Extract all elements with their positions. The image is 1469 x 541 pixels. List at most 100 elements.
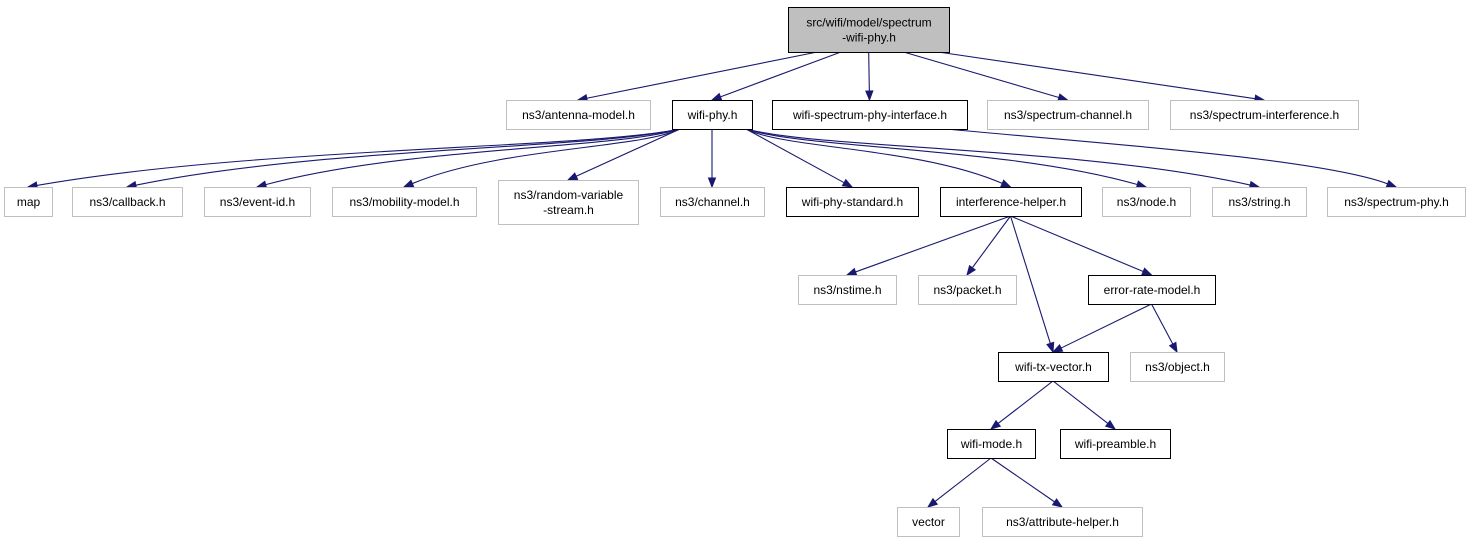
arrowhead-icon [926, 497, 939, 508]
edge-line [868, 51, 870, 92]
edge-line [745, 128, 1003, 184]
node-interference-helper[interactable]: interference-helper.h [940, 187, 1082, 217]
node-wifi-tx-vector[interactable]: wifi-tx-vector.h [998, 352, 1109, 382]
node-label: ns3/nstime.h [813, 283, 881, 297]
node-wifi-phy-standard[interactable]: wifi-phy-standard.h [786, 187, 919, 217]
node-box [987, 100, 1149, 130]
node-box [660, 187, 765, 217]
edge-line [938, 51, 1256, 100]
node-box [672, 100, 753, 130]
node-label: wifi-mode.h [960, 437, 1022, 451]
edge-wifi-phy-to-wifi-phy-standard [745, 128, 854, 188]
node-attribute-helper: ns3/attribute-helper.h [982, 507, 1143, 537]
arrowhead-icon [865, 90, 874, 102]
arrowhead-icon [1000, 179, 1012, 188]
arrowhead-icon [710, 92, 723, 101]
node-node: ns3/node.h [1102, 187, 1191, 217]
node-label: ns3/mobility-model.h [349, 195, 459, 209]
node-box [918, 275, 1017, 305]
node-label: ns3/attribute-helper.h [1006, 515, 1119, 529]
node-callback: ns3/callback.h [72, 187, 183, 217]
node-label: interference-helper.h [956, 195, 1066, 209]
node-object: ns3/object.h [1130, 352, 1225, 382]
node-box [498, 180, 639, 225]
node-map: map [4, 187, 53, 217]
node-wifi-phy[interactable]: wifi-phy.h [672, 100, 753, 130]
edge-root-to-wifi-phy [710, 51, 842, 101]
edge-line [971, 215, 1011, 269]
node-error-rate-model[interactable]: error-rate-model.h [1088, 275, 1216, 305]
node-label: wifi-preamble.h [1074, 437, 1156, 451]
node-box [940, 187, 1082, 217]
edge-wifi-phy-to-channel [707, 129, 717, 189]
edge-interference-helper-to-nstime [845, 215, 1011, 276]
node-box [1212, 187, 1307, 217]
arrowhead-icon [966, 264, 977, 277]
node-label: ns3/object.h [1145, 360, 1210, 374]
arrowhead-icon [1051, 344, 1064, 353]
edge-interference-helper-to-error-rate-model [1010, 215, 1153, 276]
node-box [897, 507, 960, 537]
edge-wifi-phy-to-interference-helper [745, 128, 1012, 188]
node-packet: ns3/packet.h [918, 275, 1017, 305]
edge-line [1010, 215, 1144, 273]
edge-line [720, 51, 842, 98]
node-box [1327, 187, 1466, 217]
arrowhead-icon [1057, 93, 1069, 102]
edge-line [586, 51, 818, 99]
node-label: ns3/node.h [1117, 195, 1176, 209]
node-label: map [17, 195, 41, 209]
edge-line [946, 128, 1388, 185]
node-box [204, 187, 311, 217]
node-mobility-model: ns3/mobility-model.h [332, 187, 477, 217]
arrowhead-icon [989, 419, 1002, 430]
node-label: wifi-tx-vector.h [1014, 360, 1092, 374]
node-string: ns3/string.h [1212, 187, 1307, 217]
node-label: ns3/spectrum-interference.h [1190, 108, 1339, 122]
node-label: ns3/spectrum-phy.h [1344, 195, 1449, 209]
arrowhead-icon [1046, 341, 1055, 354]
node-box [798, 275, 897, 305]
edge-interference-helper-to-packet [966, 215, 1011, 277]
arrowhead-icon [1104, 419, 1117, 430]
node-label: wifi-phy.h [687, 108, 738, 122]
node-box [1130, 352, 1225, 382]
node-wifi-mode[interactable]: wifi-mode.h [947, 429, 1036, 459]
edge-wifi-phy-to-random-variable-stream [566, 128, 681, 181]
edge-line [135, 128, 681, 186]
edge-line [265, 128, 681, 186]
node-label: wifi-phy-standard.h [801, 195, 903, 209]
node-label: ns3/event-id.h [220, 195, 295, 209]
node-box [4, 187, 53, 217]
edge-line [1060, 303, 1152, 349]
node-label: error-rate-model.h [1104, 283, 1201, 297]
arrowhead-icon [1141, 267, 1153, 276]
edge-error-rate-model-to-wifi-tx-vector [1051, 303, 1152, 353]
edges-layer [26, 51, 1398, 508]
node-label: ns3/packet.h [933, 283, 1001, 297]
node-spectrum-channel: ns3/spectrum-channel.h [987, 100, 1149, 130]
node-label: -stream.h [543, 203, 594, 217]
node-label: vector [912, 515, 945, 529]
edge-wifi-phy-to-string [745, 128, 1261, 190]
edge-line [745, 128, 1138, 186]
node-wifi-preamble[interactable]: wifi-preamble.h [1060, 429, 1171, 459]
arrowhead-icon [1385, 179, 1398, 188]
arrowhead-icon [841, 178, 854, 188]
edge-line [1052, 380, 1109, 424]
edge-line [36, 128, 681, 186]
node-label: ns3/channel.h [675, 195, 750, 209]
node-wifi-spectrum-phy-interface[interactable]: wifi-spectrum-phy-interface.h [772, 100, 968, 130]
edge-wifi-phy-to-mobility-model [402, 128, 681, 188]
edge-wifi-phy-to-map [26, 128, 681, 190]
edge-wifi-tx-vector-to-wifi-mode [989, 380, 1054, 430]
arrowhead-icon [402, 179, 415, 188]
node-box [72, 187, 183, 217]
edge-wifi-phy-to-callback [125, 128, 681, 190]
node-root: src/wifi/model/spectrum-wifi-phy.h [788, 7, 950, 53]
edge-line [745, 128, 845, 184]
node-box [1060, 429, 1171, 459]
node-label: -wifi-phy.h [842, 31, 896, 45]
edge-line [745, 128, 1251, 186]
node-label: ns3/random-variable [514, 188, 624, 202]
